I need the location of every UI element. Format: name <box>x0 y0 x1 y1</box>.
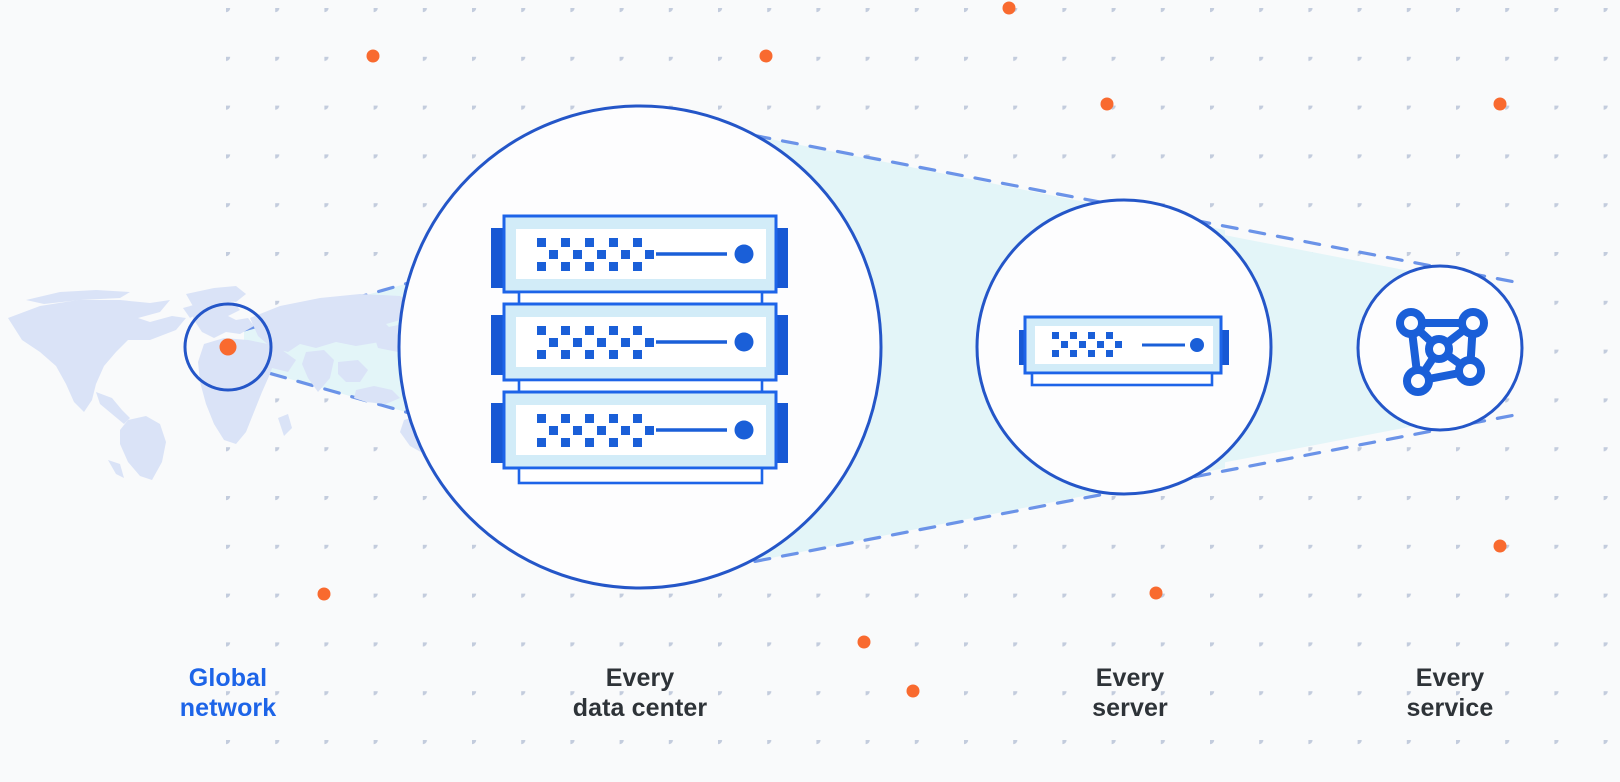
server-rack-unit-1 <box>491 214 788 294</box>
connector-dashed-lines <box>698 123 1522 574</box>
server-rack-unit-2 <box>491 302 788 382</box>
server-unit-icon <box>1019 315 1229 387</box>
global-network-magnifier <box>183 302 273 392</box>
network-mesh-icon <box>1396 308 1488 396</box>
server-rack-unit-3 <box>491 390 788 470</box>
highlighted-grid-dots <box>317 1 1507 698</box>
server-rack-icon <box>491 214 788 485</box>
global-network-marker <box>219 338 237 356</box>
